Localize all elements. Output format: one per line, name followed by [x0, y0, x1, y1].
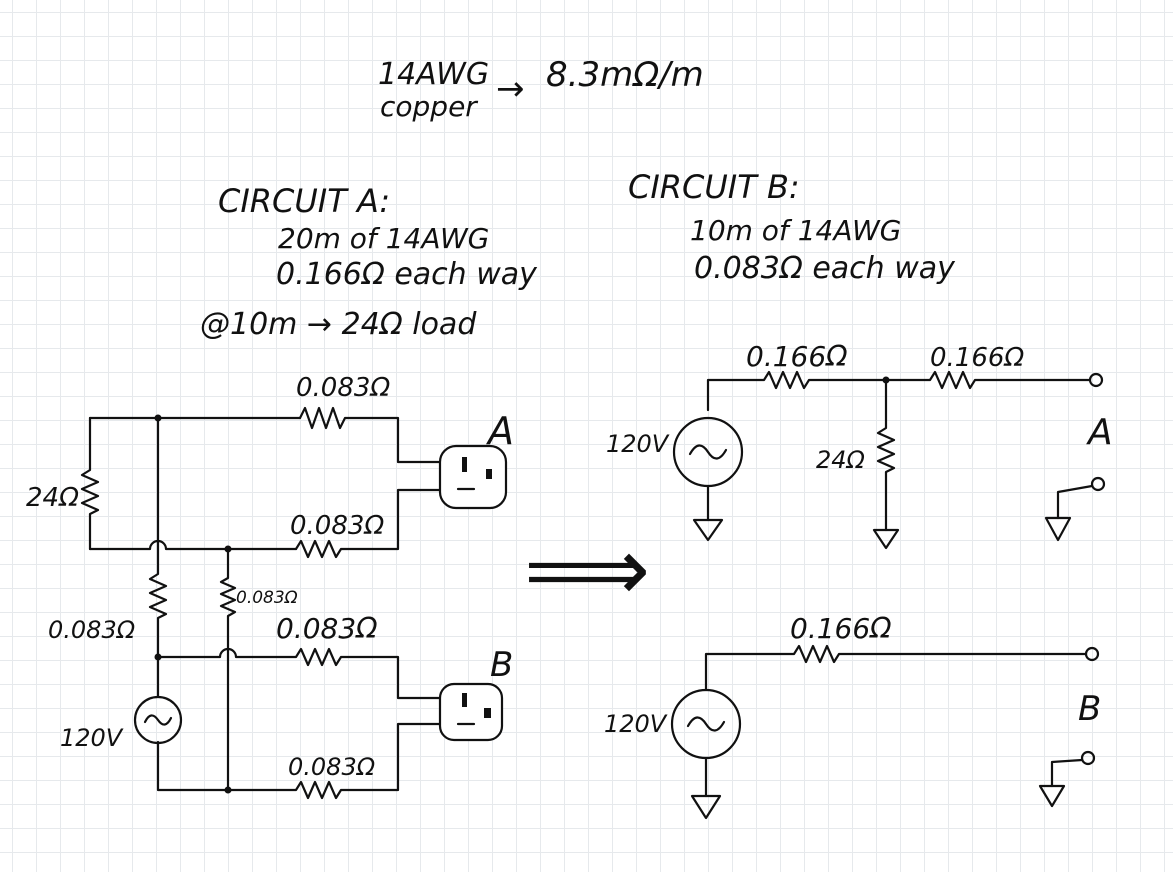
circuit-a-line3: @10m → 24Ω load — [200, 307, 477, 342]
junction-dot — [154, 414, 162, 422]
series-resistor-wire — [704, 644, 1088, 692]
circuit-b-line2: 0.083Ω each way — [694, 251, 956, 286]
ground-icon — [872, 528, 900, 550]
junction-dot — [224, 786, 232, 794]
right-b-r1-label: 0.166Ω — [790, 612, 892, 645]
mid-vertical-resistor — [219, 547, 237, 792]
circuit-b-line1: 10m of 14AWG — [690, 214, 901, 247]
terminal-a-return-icon — [1090, 476, 1106, 492]
ground-icon — [1044, 516, 1072, 542]
transform-arrow-icon: ⟹ — [524, 518, 650, 621]
ac-source-wave-icon — [143, 714, 173, 726]
r-top-neutral-label: 0.083Ω — [290, 511, 384, 541]
right-schematic-a: 0.166Ω 0.166Ω 24Ω 120V A — [606, 340, 1113, 550]
gauge-text: 14AWG — [378, 57, 489, 92]
outlet-b-icon — [438, 682, 504, 742]
left-source-voltage-label: 120V — [60, 724, 124, 752]
right-b-source-label: 120V — [604, 710, 668, 738]
circuit-a-title: CIRCUIT A: — [218, 182, 390, 220]
right-a-terminal-label: A — [1086, 412, 1113, 453]
load-label: 24Ω — [26, 483, 79, 513]
circuit-b-notes: CIRCUIT B: 10m of 14AWG 0.083Ω each way — [628, 168, 956, 286]
right-a-r1-label: 0.166Ω — [746, 340, 848, 373]
terminal-b-return-icon — [1080, 750, 1096, 766]
terminal-a-hot-icon — [1088, 372, 1104, 388]
ac-source-circle — [133, 695, 183, 745]
circuit-a-line1: 20m of 14AWG — [278, 222, 489, 255]
top-hot-resistor — [298, 406, 442, 464]
top-neutral-resistor — [294, 488, 442, 559]
left-vertical-resistor — [148, 416, 168, 698]
left-schematic: 24Ω 0.083Ω 0.083Ω 0.083Ω 0.083Ω 0.083Ω 0… — [26, 373, 514, 800]
circuit-a-line2: 0.166Ω each way — [276, 257, 538, 292]
resistivity-text: 8.3mΩ/m — [546, 55, 704, 95]
shunt-load-resistor — [876, 378, 896, 532]
return-wire — [1050, 758, 1084, 788]
material-text: copper — [380, 90, 478, 123]
circuit-a-notes: CIRCUIT A: 20m of 14AWG 0.166Ω each way … — [200, 182, 538, 342]
junction-dot — [224, 545, 232, 553]
r-top-hot-label: 0.083Ω — [296, 373, 390, 403]
r-bottom-hot-label: 0.083Ω — [276, 612, 378, 645]
circuit-b-title: CIRCUIT B: — [628, 168, 800, 206]
ac-source-wave-icon — [686, 716, 726, 732]
r-bottom-neutral-label: 0.083Ω — [288, 753, 376, 781]
ac-source-wave-icon — [688, 444, 728, 460]
junction-dot — [154, 653, 162, 661]
right-a-load-label: 24Ω — [816, 446, 866, 474]
load-resistor-wire — [80, 416, 100, 551]
r-mid-vertical-label: 0.083Ω — [236, 588, 298, 608]
ground-icon — [1038, 784, 1066, 808]
right-b-terminal-label: B — [1078, 689, 1101, 729]
right-schematic-b: 0.166Ω 120V B — [604, 612, 1101, 820]
bottom-hot-resistor — [156, 647, 442, 700]
return-wire — [1056, 484, 1094, 520]
bottom-neutral-resistor — [156, 722, 442, 800]
terminal-b-hot-icon — [1084, 646, 1100, 662]
outlet-a-label: A — [485, 409, 514, 453]
series-resistors-wire — [706, 370, 1092, 412]
outlet-b-label: B — [490, 645, 513, 685]
right-a-r2-label: 0.166Ω — [930, 343, 1024, 373]
header-arrow: → — [496, 69, 525, 109]
right-a-source-label: 120V — [606, 430, 670, 458]
outlet-a-icon — [438, 444, 508, 510]
ground-icon — [690, 794, 722, 820]
top-neutral-wire — [88, 539, 298, 551]
ground-icon — [692, 518, 724, 542]
header-note: 14AWG copper → 8.3mΩ/m — [378, 55, 704, 123]
r-left-vertical-label: 0.083Ω — [48, 616, 136, 644]
